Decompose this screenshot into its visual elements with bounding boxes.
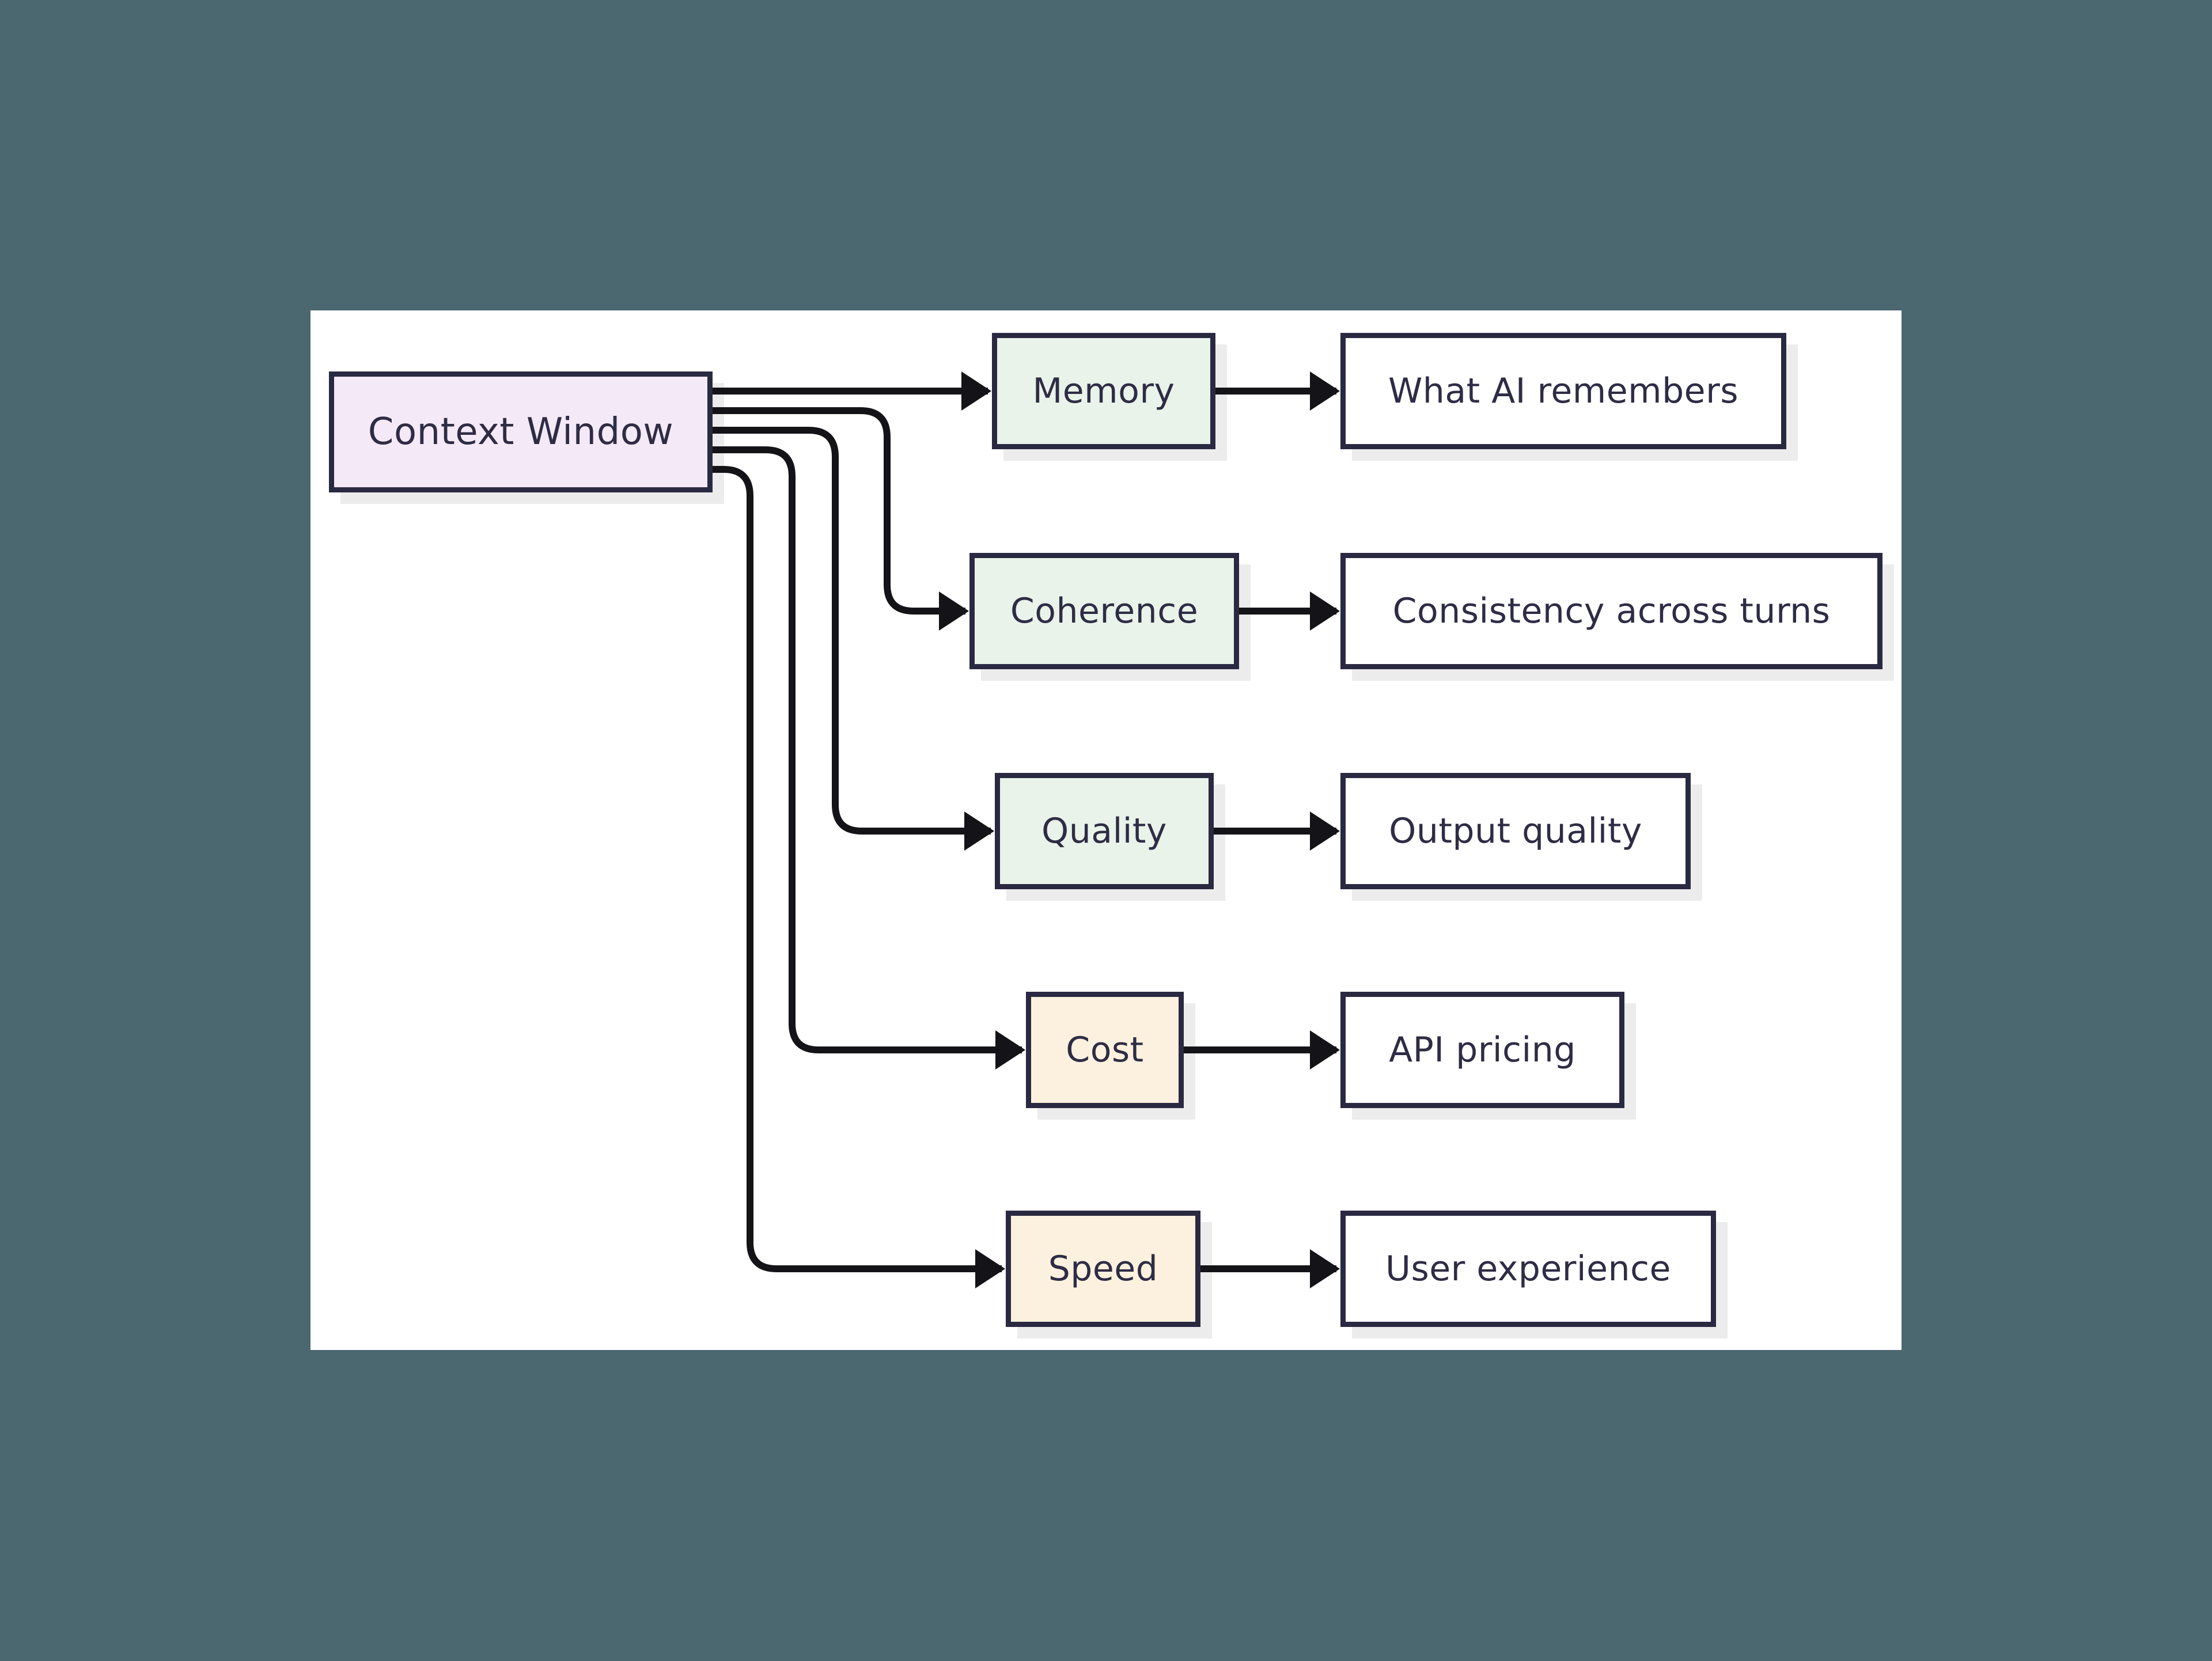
node-consistency-across-turns: Consistency across turns: [1340, 553, 1883, 669]
node-speed: Speed: [1006, 1211, 1200, 1327]
node-memory: Memory: [992, 333, 1215, 449]
node-api-pricing: API pricing: [1340, 992, 1624, 1108]
node-output-quality: Output quality: [1340, 773, 1691, 889]
node-cost: Cost: [1026, 992, 1184, 1108]
node-context-window: Context Window: [329, 371, 713, 492]
node-what-ai-remembers: What AI remembers: [1340, 333, 1786, 449]
node-coherence: Coherence: [969, 553, 1239, 669]
node-quality: Quality: [995, 773, 1214, 889]
node-user-experience: User experience: [1340, 1211, 1716, 1327]
